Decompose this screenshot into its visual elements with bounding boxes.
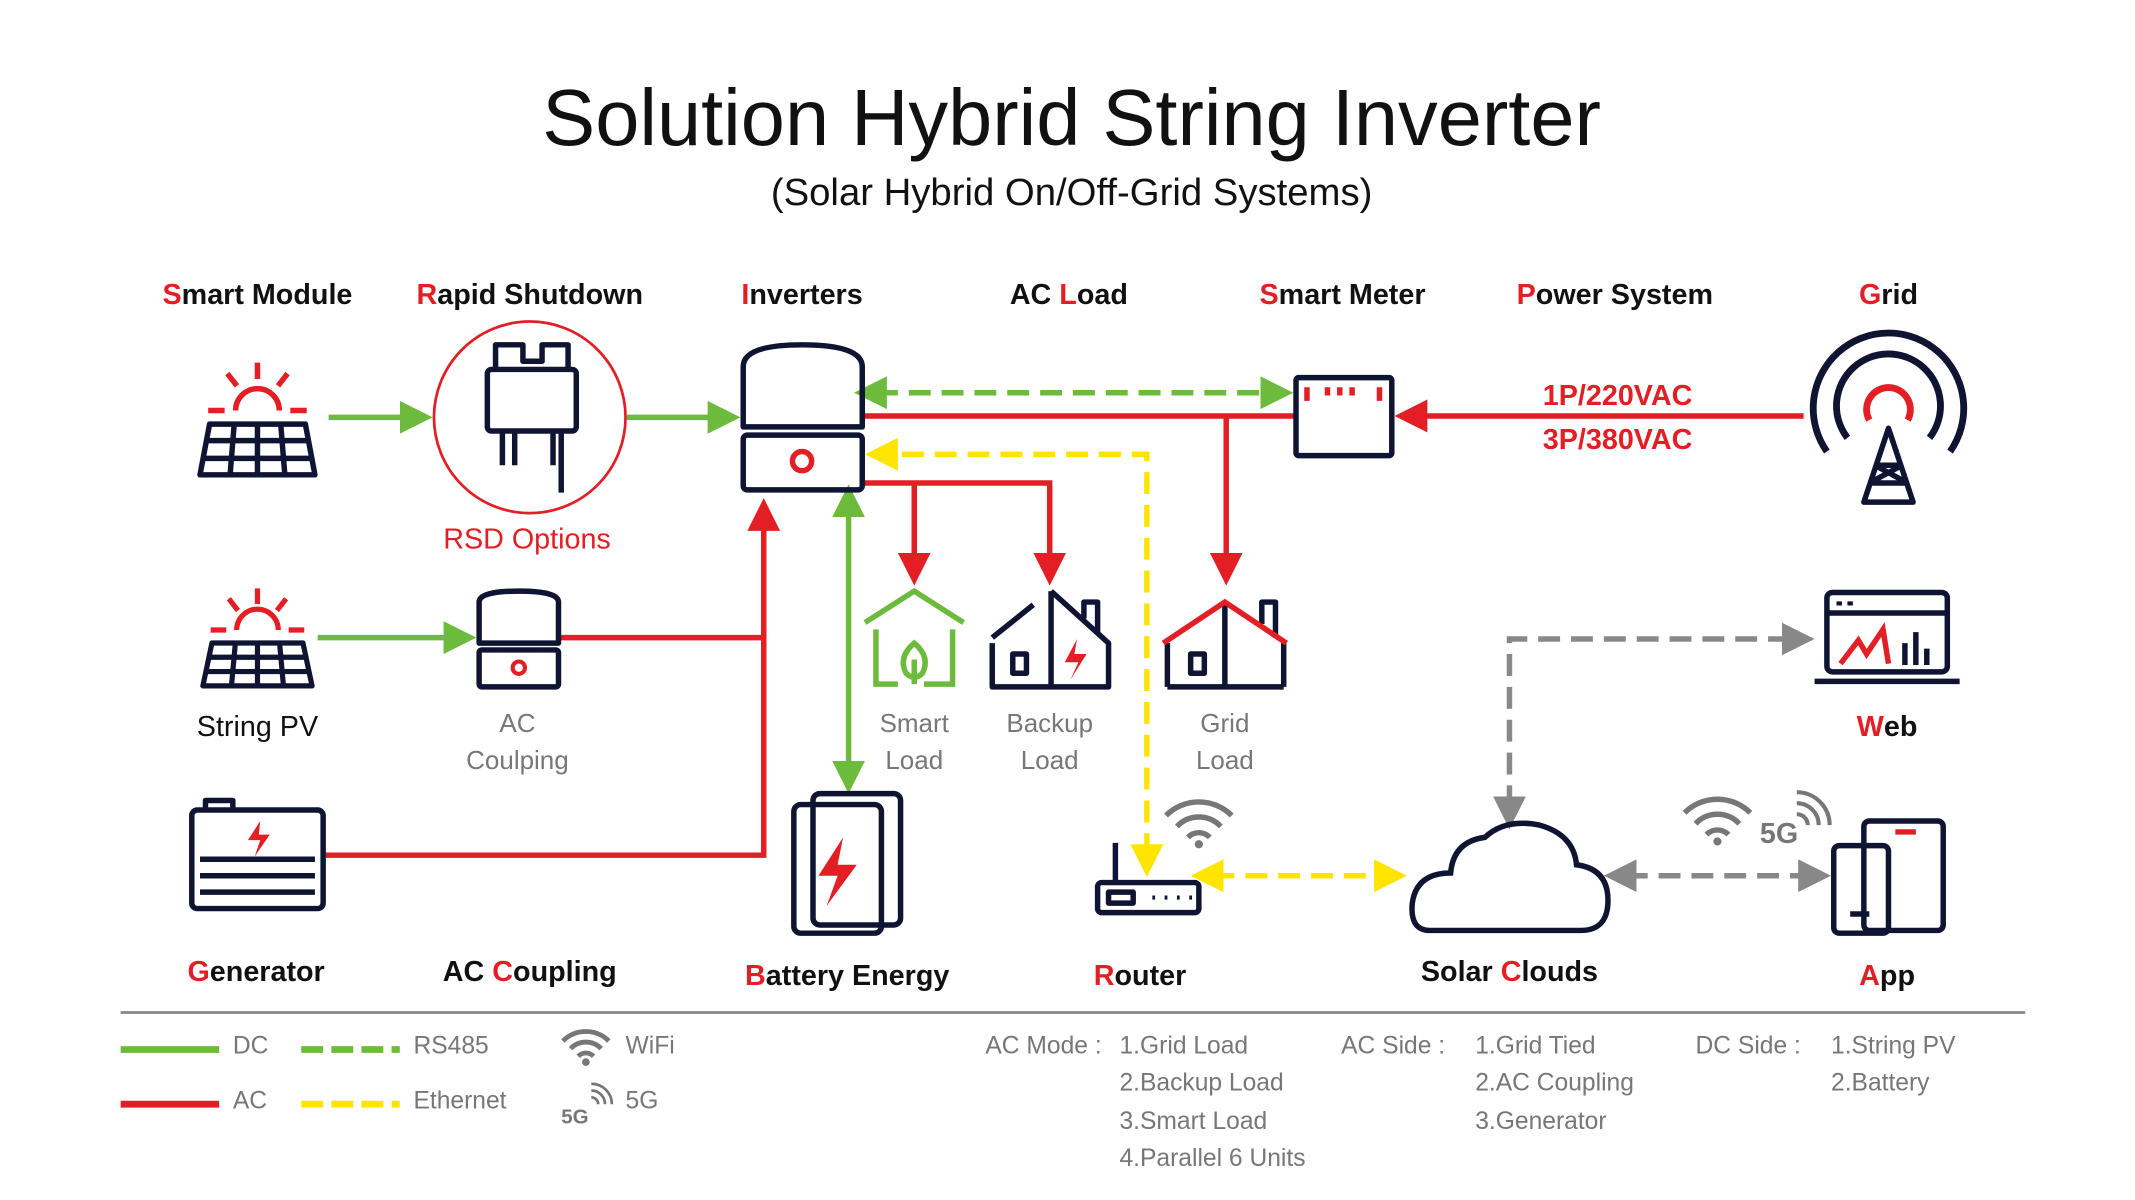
- web-laptop-icon[interactable]: [1814, 589, 1960, 685]
- ac-mode-item: 2.Backup Load: [1119, 1070, 1283, 1097]
- ac-line-generator: [325, 498, 781, 858]
- ac-coupling-device-label: AC: [499, 708, 535, 738]
- ac-line-backup: [864, 480, 1067, 586]
- ac-coupling-label: AC Coupling: [443, 956, 617, 988]
- legend-ac: AC: [233, 1087, 267, 1114]
- grid-load-icon: [1161, 598, 1288, 690]
- dc-side-label: DC Side :: [1696, 1033, 1801, 1060]
- rsd-options-circle: [432, 320, 627, 515]
- solar-clouds-label: Solar Clouds: [1421, 956, 1598, 988]
- header-power-system: Power System: [1517, 279, 1713, 311]
- backup-load-label: Backup: [1006, 708, 1093, 738]
- grid-voltage-3p: 3P/380VAC: [1543, 424, 1693, 456]
- smart-load-icon: [863, 587, 965, 687]
- dc-side-item: 1.String PV: [1831, 1033, 1956, 1060]
- ac-mode-item: 4.Parallel 6 Units: [1119, 1145, 1305, 1172]
- backup-load-icon: [989, 589, 1112, 690]
- page-title: Solution Hybrid String Inverter: [542, 73, 1601, 162]
- wifi-icon: [1682, 796, 1753, 846]
- header-rapid-shutdown: Rapid Shutdown: [416, 279, 643, 311]
- grid-load-label: Grid: [1200, 708, 1249, 738]
- solar-panel-icon: [200, 588, 315, 689]
- grid-voltage-1p: 1P/220VAC: [1543, 380, 1693, 412]
- ac-side-item: 2.AC Coupling: [1475, 1070, 1634, 1097]
- legend-5g-icon-text: 5G: [561, 1105, 588, 1128]
- dc-side-item: 2.Battery: [1831, 1070, 1930, 1097]
- wifi-icon: [561, 1029, 611, 1066]
- backup-load-label-2: Load: [1021, 745, 1079, 775]
- ac-mode-item: 3.Smart Load: [1119, 1108, 1267, 1135]
- link-cloud-web: [1493, 622, 1815, 830]
- wifi-icon: [1164, 799, 1234, 849]
- solar-panel-icon: [197, 362, 318, 478]
- header-smart-module: Smart Module: [163, 279, 353, 311]
- ac-side-item: 3.Generator: [1475, 1108, 1606, 1135]
- 5g-signal-icon: [1796, 790, 1832, 826]
- ac-side-label: AC Side :: [1341, 1033, 1445, 1060]
- app-devices-icon[interactable]: [1831, 818, 1946, 936]
- legend-5g: 5G: [626, 1087, 659, 1114]
- app-label: App: [1859, 960, 1915, 992]
- battery-energy-label: Battery Energy: [745, 960, 949, 992]
- smart-load-label: Smart: [880, 708, 950, 738]
- smart-load-label-2: Load: [885, 745, 943, 775]
- ac-coupling-device-label-2: Coulping: [466, 745, 569, 775]
- legend-wifi: WiFi: [626, 1033, 675, 1060]
- web-label: Web: [1857, 711, 1918, 743]
- legend-rs485: RS485: [413, 1033, 488, 1060]
- ac-mode-label: AC Mode :: [985, 1033, 1101, 1060]
- ethernet-line-inverter-router: [864, 437, 1164, 878]
- legend: DC AC RS485 Ethernet WiFi 5G 5G AC Mode …: [120, 1029, 1956, 1172]
- legend-ethernet: Ethernet: [413, 1087, 506, 1114]
- grid-load-label-2: Load: [1196, 745, 1254, 775]
- page-subtitle: (Solar Hybrid On/Off-Grid Systems): [771, 171, 1373, 214]
- generator-icon: [189, 797, 326, 912]
- connections: [317, 376, 1832, 893]
- 5g-signal-icon: [591, 1082, 614, 1105]
- generator-label: Generator: [187, 956, 324, 988]
- header-ac-load: AC Load: [1010, 279, 1128, 311]
- grid-tower-icon: [1809, 329, 1968, 505]
- ac-side-item: 1.Grid Tied: [1475, 1033, 1595, 1060]
- legend-dc: DC: [233, 1033, 269, 1060]
- ac-coupling-inverter-icon: [476, 588, 562, 690]
- smart-meter-icon[interactable]: [1293, 374, 1395, 459]
- battery-icon: [791, 790, 904, 936]
- header-inverters: Inverters: [741, 279, 862, 311]
- app-5g-label: 5G: [1760, 818, 1798, 850]
- router-icon[interactable]: [1094, 842, 1202, 916]
- router-label: Router: [1094, 960, 1187, 992]
- inverter-icon[interactable]: [740, 342, 865, 493]
- solar-cloud-icon[interactable]: [1409, 820, 1611, 934]
- ac-mode-item: 1.Grid Load: [1119, 1033, 1248, 1060]
- rapid-shutdown-icon: [484, 342, 580, 493]
- header-grid: Grid: [1859, 279, 1918, 311]
- header-smart-meter: Smart Meter: [1260, 279, 1426, 311]
- rsd-options-label: RSD Options: [443, 524, 611, 556]
- string-pv-label: String PV: [197, 711, 319, 743]
